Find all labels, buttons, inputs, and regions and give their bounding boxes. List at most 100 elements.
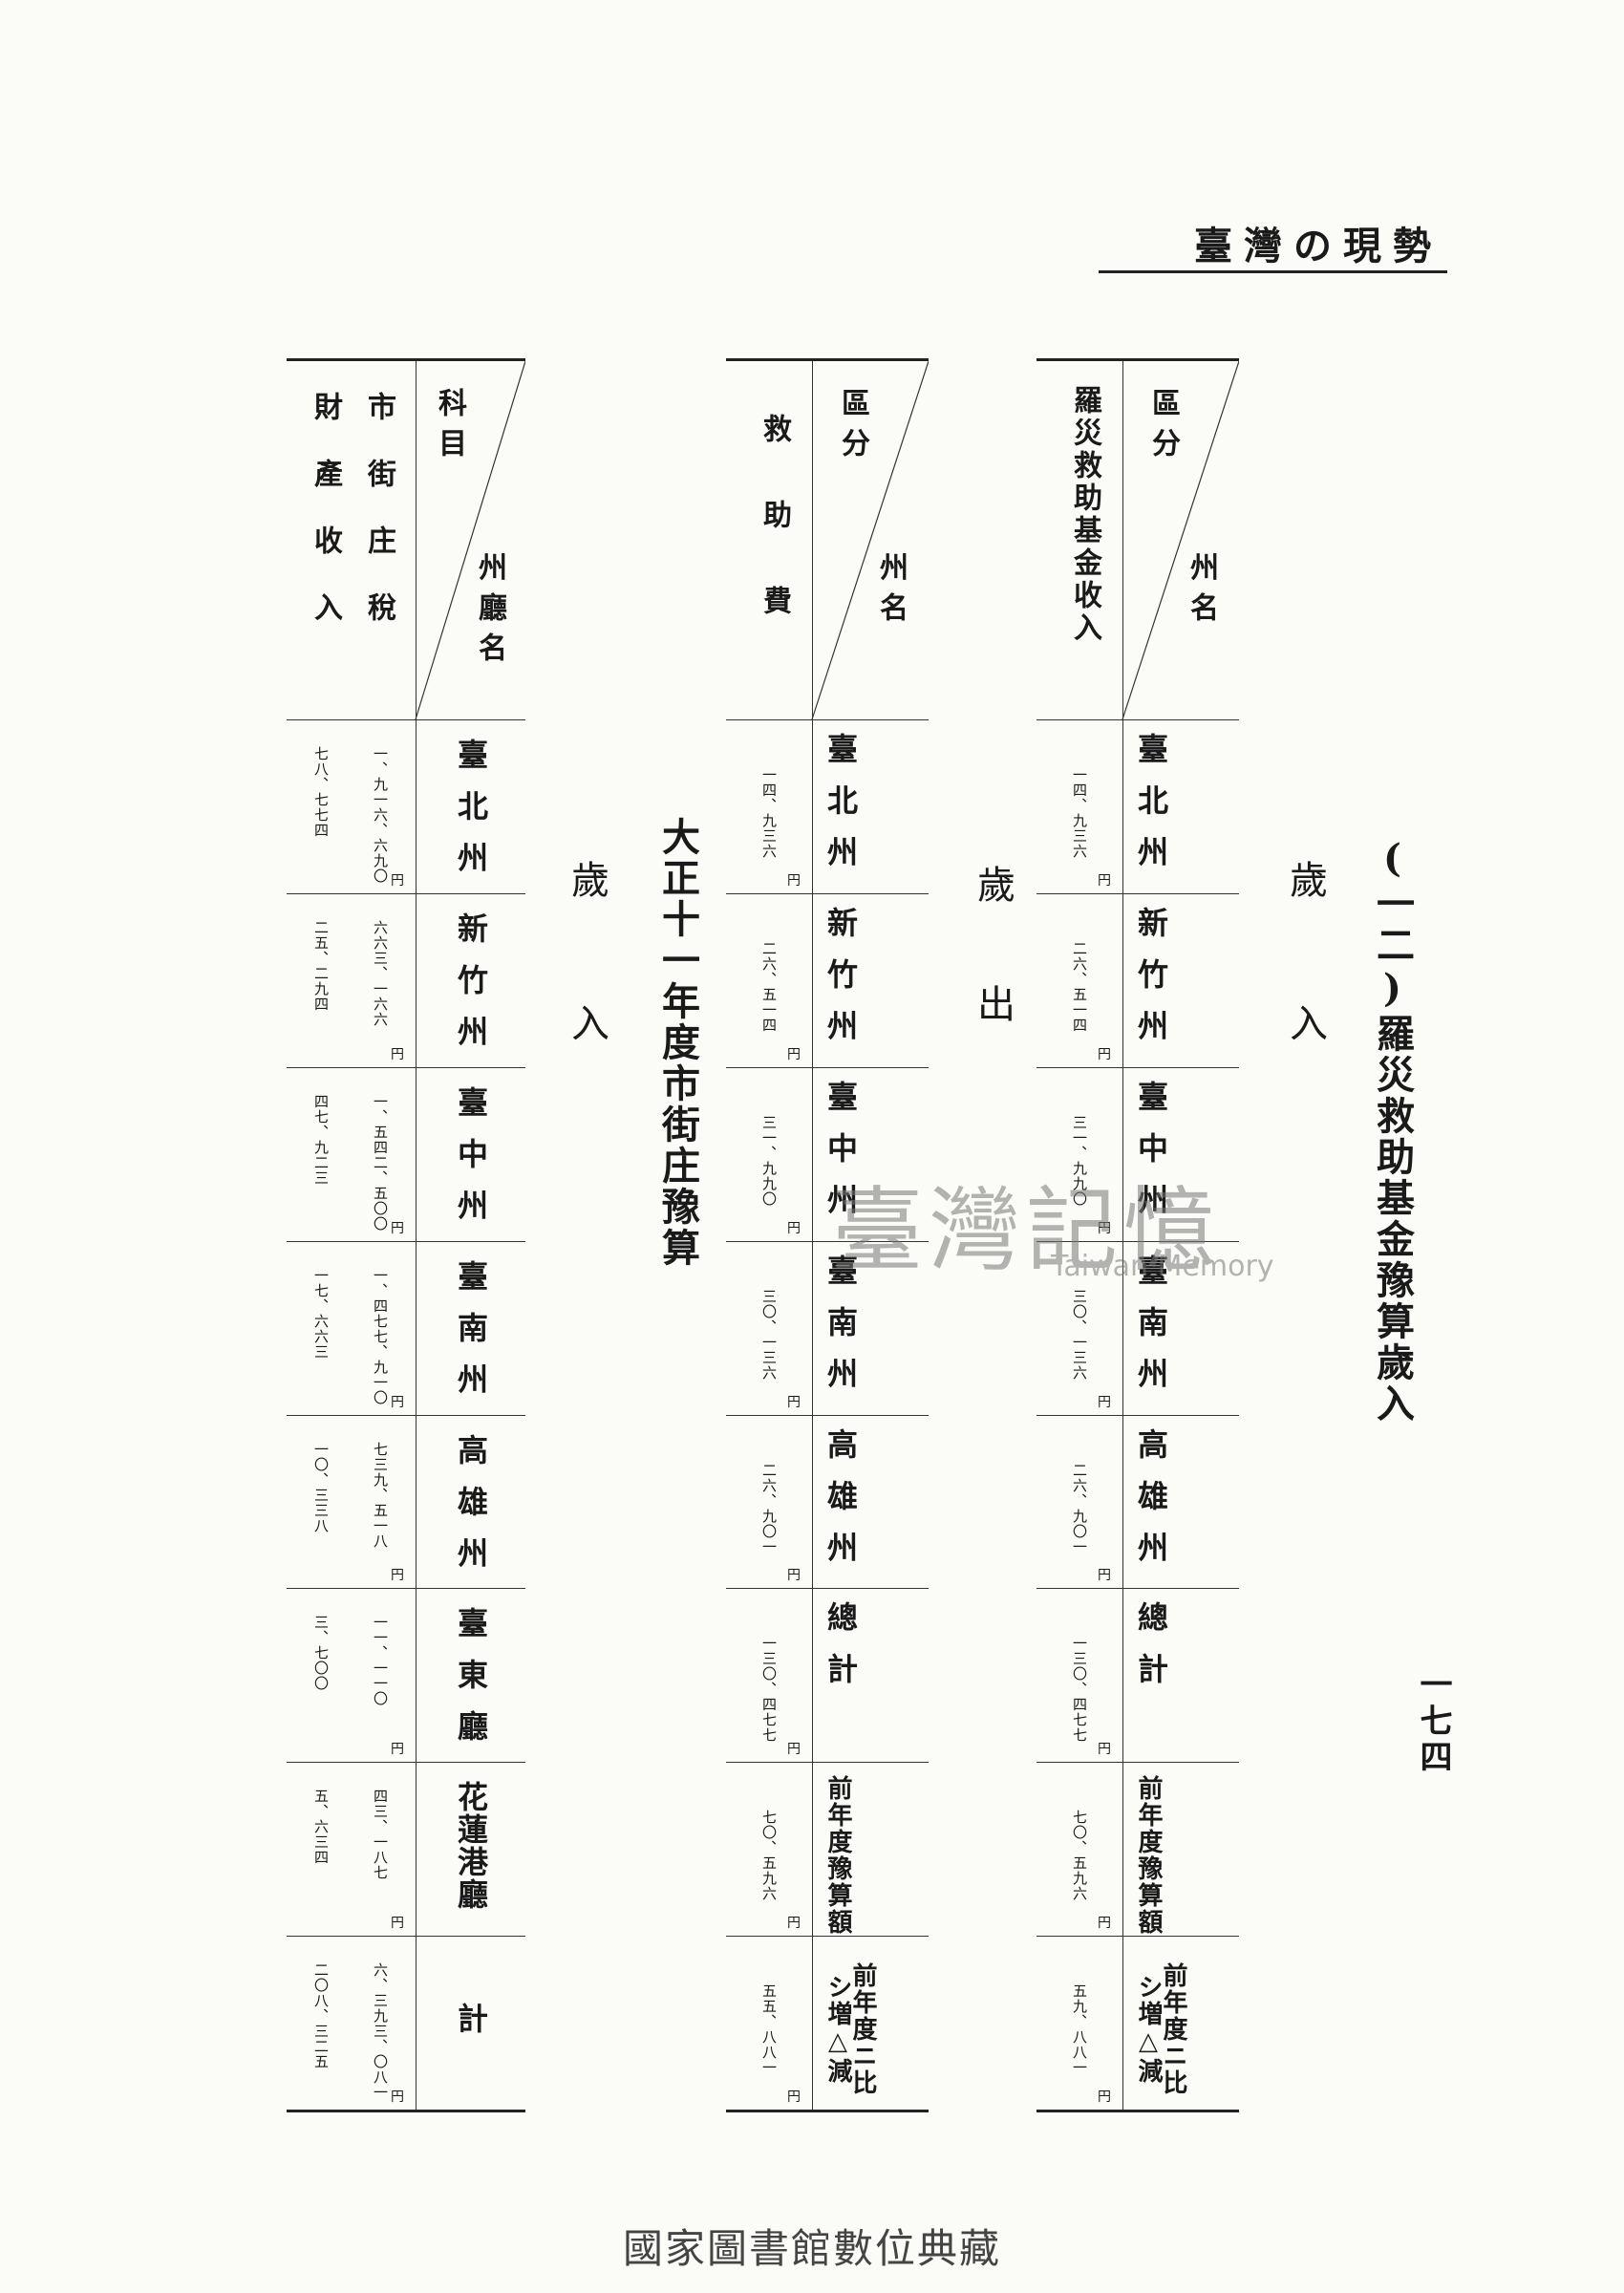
row-label: 救助費 (758, 414, 791, 672)
cell-value: 一一、一一〇 (372, 1615, 389, 1707)
cell-value: 二六、五一四 (760, 940, 778, 1033)
column-header: 前年度豫算額 (823, 1775, 852, 1937)
row-divider (726, 1588, 929, 1590)
yen-unit: 円 (391, 1742, 404, 1758)
stub-header-bottom: 區分 (1146, 388, 1180, 468)
column-header: 總計 (1133, 1601, 1169, 1705)
yen-unit: 円 (1098, 872, 1111, 889)
column-header: 臺北州 (1133, 733, 1169, 888)
section-label-expenditure: 歲出 (971, 865, 1015, 1104)
yen-unit: 円 (1098, 1394, 1111, 1410)
cell-value: 四七、九二三 (312, 1093, 330, 1186)
yen-unit: 円 (391, 2089, 404, 2105)
cell-value: 一、四七七、九一〇 (372, 1267, 389, 1405)
row-label: 羅災救助基金收入 (1068, 385, 1101, 645)
table-disaster-fund-expenditure: 臺北州一四、九三六円新竹州二六、五一四円臺中州三一、九九〇円臺南州三〇、一三六円… (726, 358, 929, 2112)
column-header: 前年度豫算額 (1134, 1775, 1163, 1937)
row-divider (726, 1240, 929, 1242)
running-header: 臺灣の現勢 (1194, 224, 1442, 268)
table-municipal-revenue: 臺北州一、九一六、六九〇七八、七七四円新竹州六六三、一六六二五、二九四円臺中州一… (287, 358, 525, 2112)
row-divider (287, 1066, 525, 1068)
column-header: 臺南州 (823, 1254, 859, 1409)
row-divider (726, 1936, 929, 1938)
row-divider (1036, 1762, 1239, 1764)
column-header: 臺南州 (453, 1259, 489, 1415)
row-label-municipal-tax: 市街庄稅 (362, 392, 395, 659)
yen-unit: 円 (787, 1916, 801, 1932)
cell-value: 二〇八、三二五 (312, 1962, 330, 2070)
cell-value: 四三、一八七 (372, 1789, 389, 1881)
row-divider (287, 892, 525, 894)
cell-value: 五五、八八一 (760, 1983, 778, 2076)
cell-value: 一三〇、四七七 (1071, 1636, 1088, 1744)
cell-value: 二六、五一四 (1071, 940, 1088, 1033)
yen-unit: 円 (787, 1046, 801, 1062)
cell-value: 七〇、五九六 (1071, 1810, 1088, 1902)
title-municipal-budget: 大正十一年度市街庄豫算 (655, 817, 700, 1269)
column-header: 花蓮港廳 (453, 1781, 489, 1912)
row-divider (726, 1066, 929, 1068)
yen-unit: 円 (787, 1220, 801, 1236)
cell-value: 五、六三四 (312, 1789, 330, 1866)
row-divider (287, 1936, 525, 1938)
yen-unit: 円 (787, 1394, 801, 1410)
stub-header-bottom: 區分 (836, 388, 869, 468)
row-divider (726, 719, 929, 720)
yen-unit: 円 (391, 1220, 404, 1236)
yen-unit: 円 (391, 1394, 404, 1410)
yen-unit: 円 (1098, 1046, 1111, 1062)
header-rule (1099, 270, 1447, 273)
cell-value: 一、九一六、六九〇 (372, 746, 389, 884)
column-header: 臺中州 (823, 1080, 859, 1235)
cell-value: 六、三九三、〇八一 (372, 1962, 389, 2101)
column-header: 高雄州 (453, 1433, 489, 1589)
row-divider (1036, 1588, 1239, 1590)
footer-archive-credit: 國家圖書館數位典藏 (622, 2225, 1001, 2272)
row-divider (1036, 719, 1239, 720)
table-disaster-fund-revenue: 臺北州一四、九三六円新竹州二六、五一四円臺中州三一、九九〇円臺南州三〇、一三六円… (1036, 358, 1239, 2112)
cell-value: 一、五四二、五〇〇 (372, 1093, 389, 1232)
yen-unit: 円 (1098, 2089, 1111, 2105)
column-header: 總計 (823, 1601, 859, 1705)
cell-value: 七三九、五一八 (372, 1441, 389, 1549)
cell-value: 一四、九三六 (760, 767, 778, 859)
cell-value: 三一、九九〇 (1071, 1114, 1088, 1207)
cell-value: 三〇、一三六 (760, 1288, 778, 1381)
yen-unit: 円 (1098, 1568, 1111, 1584)
column-header: 臺中州 (1133, 1080, 1169, 1235)
cell-value: 三、七〇〇 (312, 1615, 330, 1692)
cell-value: 一三〇、四七七 (760, 1636, 778, 1744)
column-header: 臺北州 (453, 739, 489, 893)
column-header: 新竹州 (1133, 906, 1169, 1061)
column-header: 臺北州 (823, 733, 859, 888)
cell-value: 二六、九〇一 (760, 1462, 778, 1554)
yen-unit: 円 (391, 1568, 404, 1584)
yen-unit: 円 (1098, 1220, 1111, 1236)
cell-value: 五九、八八一 (1071, 1983, 1088, 2076)
cell-value: 二六、九〇一 (1071, 1462, 1088, 1554)
row-divider (1036, 892, 1239, 894)
row-divider (726, 1414, 929, 1416)
column-header: 前年度ニ比シ増△減 (1134, 1962, 1187, 2097)
yen-unit: 円 (787, 872, 801, 889)
cell-value: 一四、九三六 (1071, 767, 1088, 859)
row-label-property-income: 財產收入 (309, 392, 342, 659)
section-label-municipal-revenue: 歲入 (565, 860, 609, 1146)
cell-value: 一〇、三三八 (312, 1441, 330, 1533)
yen-unit: 円 (391, 1916, 404, 1932)
yen-unit: 円 (1098, 1916, 1111, 1932)
cell-value: 二五、二九四 (312, 919, 330, 1012)
row-divider (1036, 1936, 1239, 1938)
yen-unit: 円 (1098, 1742, 1111, 1758)
row-divider (287, 719, 525, 720)
row-divider (1036, 1066, 1239, 1068)
cell-value: 七〇、五九六 (760, 1810, 778, 1902)
row-divider (1036, 1414, 1239, 1416)
section-label-revenue: 歲入 (1283, 860, 1327, 1146)
cell-value: 六六三、一六六 (372, 919, 389, 1027)
yen-unit: 円 (391, 872, 404, 889)
row-divider (287, 1414, 525, 1416)
stub-header-top: 州名 (874, 552, 908, 632)
stub-header-top: 州廳名 (473, 552, 506, 673)
stub-header-top: 州名 (1185, 552, 1218, 632)
